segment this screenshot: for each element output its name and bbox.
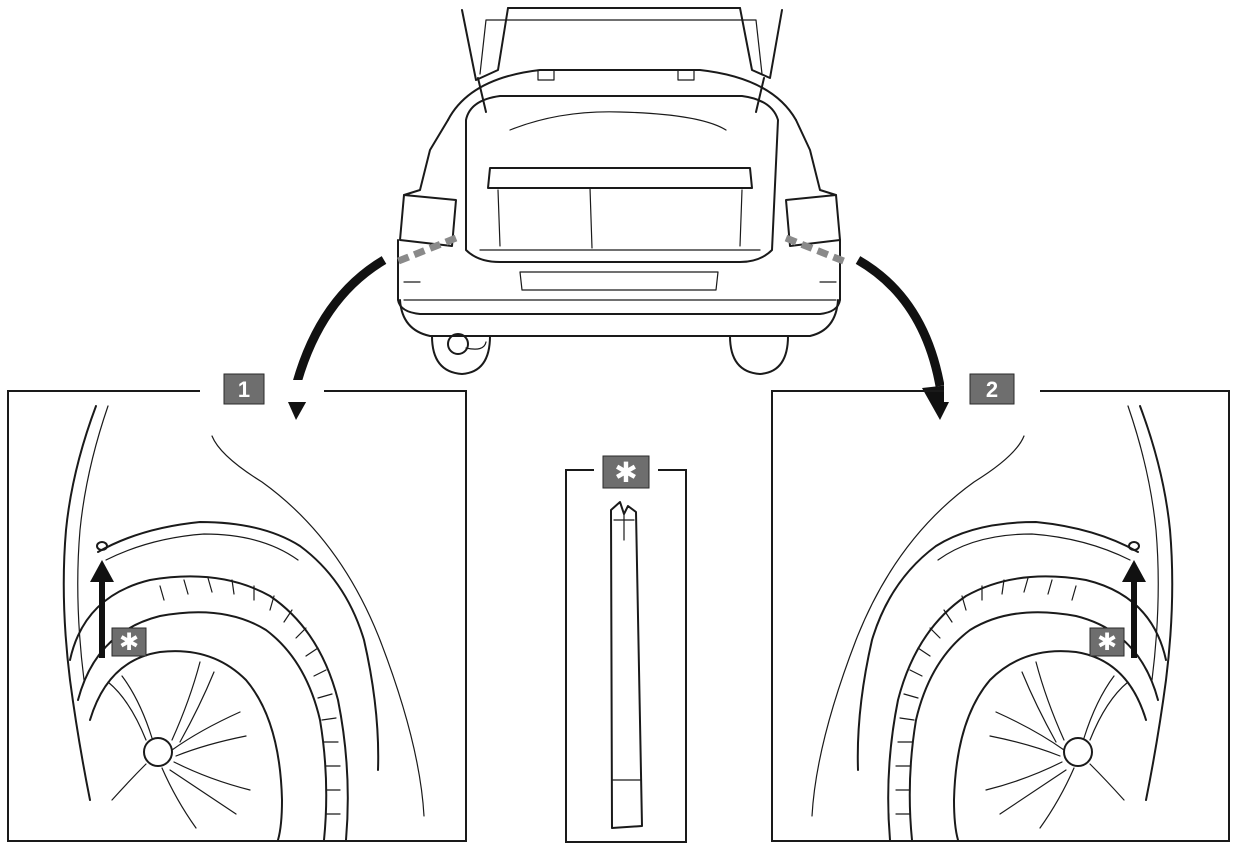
asterisk-icon: ✱ [1097,628,1117,656]
callout-badge-2 [969,373,1015,405]
callout-right: 2 ✱ [771,373,1230,842]
arrow-icon [90,560,114,582]
callout-badge-1 [223,373,265,405]
car-rear-view [394,7,848,375]
arrow-icon [855,256,945,387]
arrow-icon [291,256,387,388]
callout-tool: ✱ [565,455,687,843]
asterisk-icon: ✱ [614,456,637,489]
tool-marker-right [1089,627,1125,657]
trim-tool-icon [610,501,643,829]
callout-label-1: 1 [238,377,250,402]
callout-label-2: 2 [986,377,998,402]
arrow-icon [1122,560,1146,582]
tool-badge [602,455,650,489]
callout-left: 1 ✱ [7,373,467,842]
asterisk-icon: ✱ [119,628,139,656]
locator-arrows [280,256,958,420]
tool-marker-left [111,627,147,657]
